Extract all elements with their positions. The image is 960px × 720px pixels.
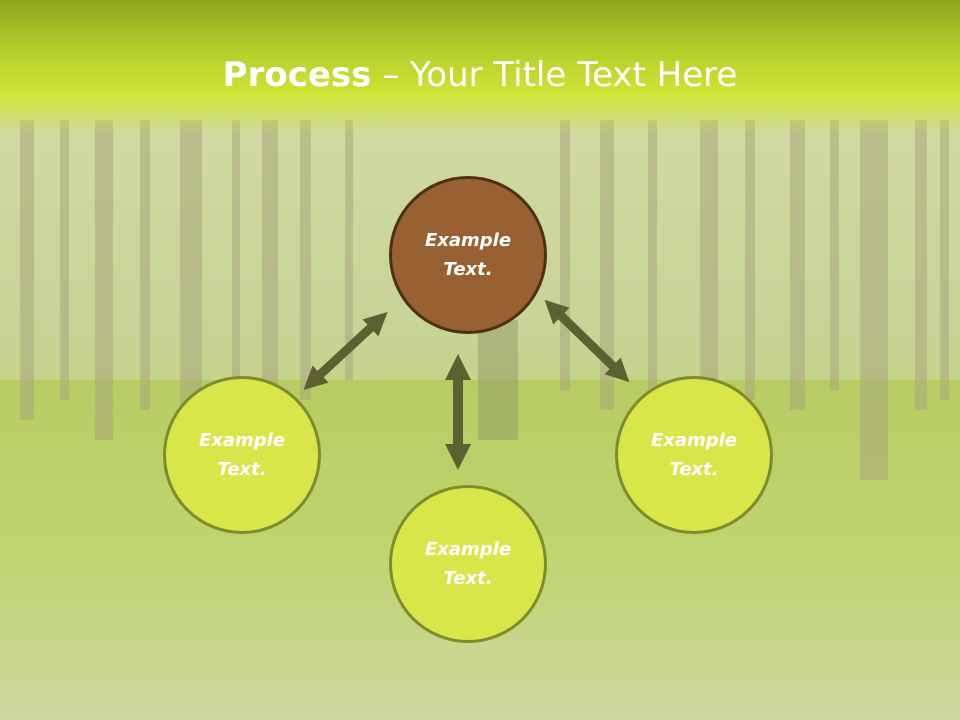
slide-title: Process – Your Title Text Here (0, 52, 960, 98)
title-rest: Your Title Text Here (410, 55, 738, 95)
node-right-text: Example Text. (650, 430, 738, 480)
process-node-bottom: Example Text. (389, 485, 547, 643)
node-bottom-text: Example Text. (424, 539, 512, 589)
process-node-top: Example Text. (389, 176, 547, 334)
arrow-top-left (303, 312, 388, 390)
node-left-text: Example Text. (198, 430, 286, 480)
title-bold: Process (222, 55, 372, 95)
arrow-top-right (544, 299, 630, 383)
process-node-left: Example Text. (163, 376, 321, 534)
title-dash: – (371, 55, 411, 95)
process-node-right: Example Text. (615, 376, 773, 534)
node-top-text: Example Text. (424, 230, 512, 280)
title-band (0, 0, 960, 135)
